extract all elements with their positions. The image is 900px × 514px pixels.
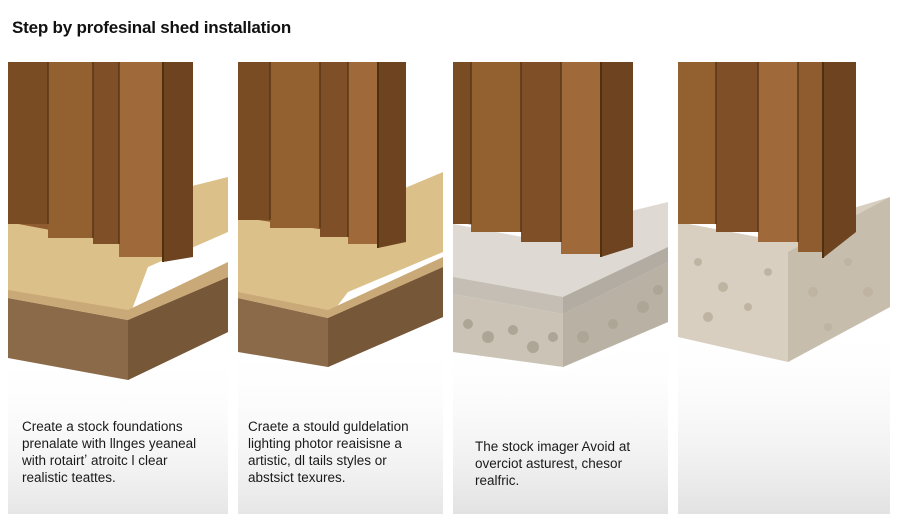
stone-texture [694,258,873,331]
ground-shadow [453,332,668,514]
shed-corner [163,62,193,262]
ground-shadow [8,352,228,514]
sand-edge [238,257,443,318]
shed-corner [378,62,406,248]
foundation-illustration-4 [678,62,890,514]
gravel-side [563,262,668,367]
caption-line: abstsict texures. [248,470,346,485]
caption-line: with rotairtʼ atroitc l clear [22,453,168,468]
caption-line: artistic, dl tails styles or [248,453,387,468]
caption-line: lighting photor reaisisne a [248,436,402,451]
ground-shadow [238,342,443,514]
concrete-front [453,277,563,314]
caption-line: realfric. [475,473,520,488]
gravel-stones [463,285,663,353]
caption-line: prenalate with llnges yeaneal [22,436,197,451]
panel-caption-1: Create a stock foundations prenalate wit… [22,418,227,486]
foundation-illustration-1 [8,62,228,514]
foundation-panel-2: Craete a stould guldelation lighting pho… [238,62,458,514]
panel-caption-3: The stock imager Avoid at overciot astur… [475,438,680,489]
caption-line: Craete a stould guldelation [248,419,409,434]
concrete-side [563,247,668,314]
caption-line: The stock imager Avoid at [475,439,631,454]
shed-corner [601,62,633,257]
caption-line: realistic teattes. [22,470,116,485]
foundation-panel-3: The stock imager Avoid at overciot astur… [453,62,673,514]
soil-side [128,277,228,380]
foundation-illustration-2 [238,62,443,514]
page-title: Step by profesinal shed installation [12,18,292,37]
caption-line: overciot asturest, chesor [475,456,623,471]
foundation-illustration-3 [453,62,668,514]
soil-side [328,267,443,367]
caption-line: Create a stock foundations [22,419,183,434]
foundation-panel-4 [678,62,898,514]
sand-edge [8,262,228,320]
foundation-panel-1: Create a stock foundations prenalate wit… [8,62,228,514]
panel-caption-2: Craete a stould guldelation lighting pho… [248,418,453,486]
shed-corner [823,62,856,258]
ground-shadow [678,322,890,514]
